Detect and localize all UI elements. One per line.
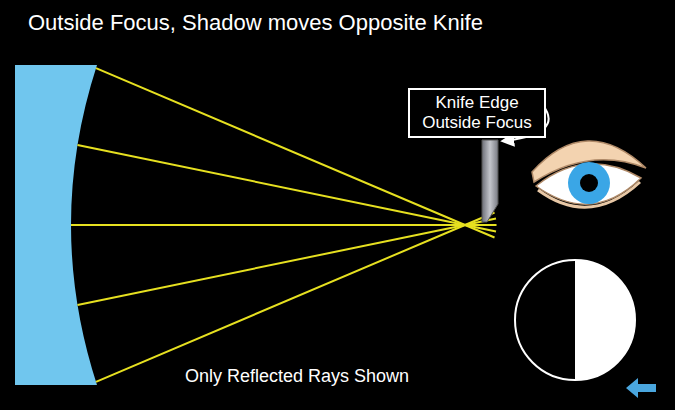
- pointer-arrow: [626, 378, 656, 398]
- shadow-disk: [515, 260, 635, 380]
- light-ray: [96, 212, 495, 381]
- light-ray: [78, 145, 497, 231]
- callout-text: Knife Edge Outside Focus: [418, 93, 536, 133]
- note-label: Only Reflected Rays Shown: [185, 366, 409, 387]
- light-ray: [71, 224, 497, 226]
- knife-edge: [482, 140, 498, 222]
- eye-icon: [532, 141, 646, 207]
- light-ray: [78, 219, 497, 305]
- callout-box: Knife Edge Outside Focus: [408, 88, 546, 138]
- title: Outside Focus, Shadow moves Opposite Kni…: [28, 10, 483, 36]
